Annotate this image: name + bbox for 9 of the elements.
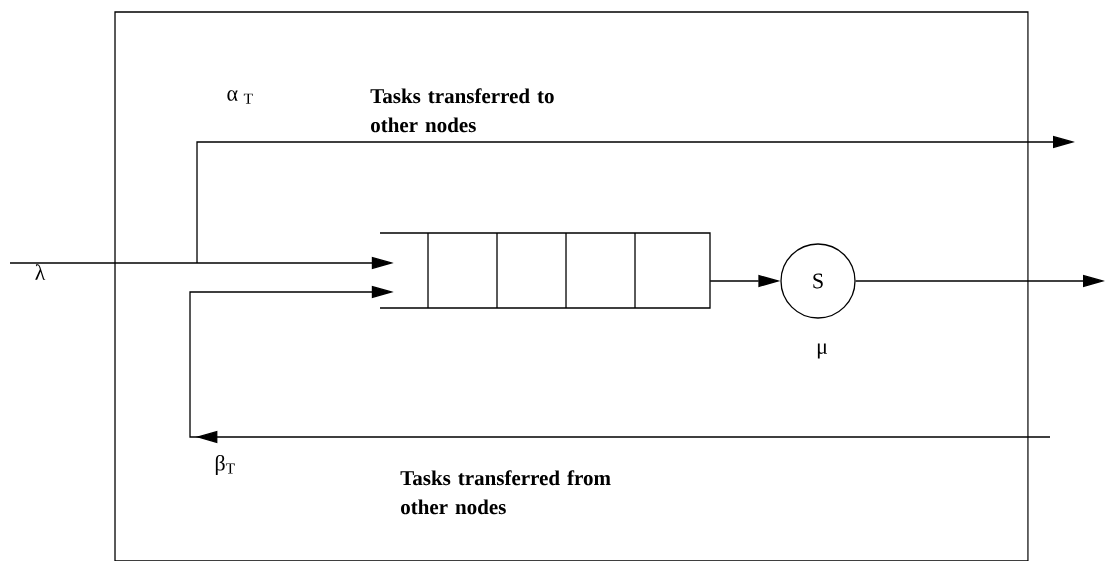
note-text: Tasks transferred to other nodes xyxy=(370,88,554,133)
note-text: Tasks transferred from other nodes xyxy=(400,470,611,515)
system-frame xyxy=(114,11,1029,561)
edge-label: β$_{T}$ xyxy=(215,454,235,476)
rate-label: μ xyxy=(817,343,827,359)
flow-arrow xyxy=(189,285,1051,444)
edge-label: λ xyxy=(35,264,46,280)
rate-label: α $_{T}$ xyxy=(227,90,253,104)
queue-drawing xyxy=(379,232,711,309)
